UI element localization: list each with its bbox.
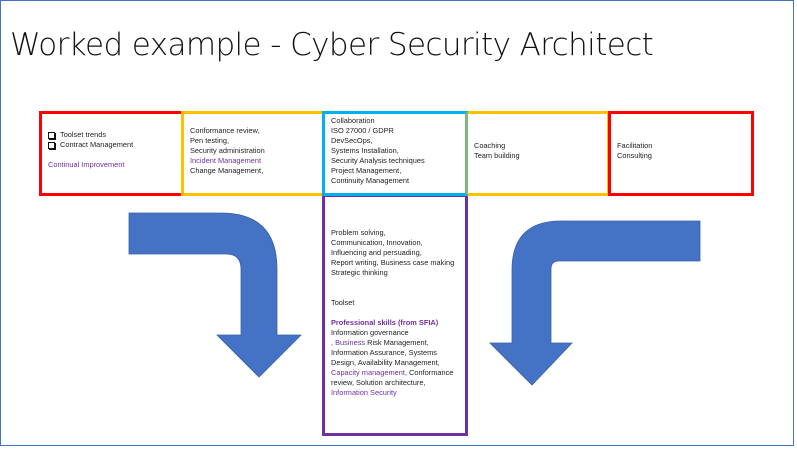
prof-skill-line: Information Assurance, Systems bbox=[331, 348, 437, 357]
checklist-item: Toolset trends bbox=[48, 130, 177, 140]
box-line: Facilitation bbox=[617, 141, 653, 150]
box-line: Security Analysis techniques bbox=[331, 156, 425, 165]
box-line: Coaching bbox=[474, 141, 506, 150]
box-line: Change Management, bbox=[190, 166, 264, 175]
right-bent-arrow bbox=[489, 220, 701, 386]
prof-skill-line: Design, Availability Management, bbox=[331, 358, 440, 367]
box-line: Project Management, bbox=[331, 166, 402, 175]
checklist-label: Toolset trends bbox=[60, 130, 107, 139]
prof-skill-accent: , Business bbox=[331, 338, 366, 347]
continual-improvement-label: Continual Improvement bbox=[48, 160, 125, 169]
professional-skills-heading: Professional skills (from SFIA) bbox=[331, 318, 439, 327]
soft-skill-item: Communication, Innovation, bbox=[331, 238, 423, 247]
checkbox-icon bbox=[48, 141, 55, 149]
prof-skill-accent: Capacity management, bbox=[331, 368, 407, 377]
prof-skill-line: , Business Risk Management, bbox=[331, 338, 461, 348]
box-line: Consulting bbox=[617, 151, 652, 160]
core-skills-box: Collaboration ISO 27000 / GDPR DevSecOps… bbox=[322, 111, 468, 196]
left-bent-arrow bbox=[128, 212, 302, 378]
checkbox-icon bbox=[48, 131, 55, 139]
prof-skill-line: Information governance bbox=[331, 328, 409, 337]
soft-skill-item: Influencing and persuading, bbox=[331, 248, 422, 257]
prof-skill-text: Conformance bbox=[407, 368, 454, 377]
box-line: Security administration bbox=[190, 146, 265, 155]
soft-skill-item: Strategic thinking bbox=[331, 268, 388, 277]
box-line: ISO 27000 / GDPR bbox=[331, 126, 394, 135]
soft-skill-item: Problem solving, bbox=[331, 228, 386, 237]
toolset-label: Toolset bbox=[331, 298, 355, 307]
prof-skill-line: Information Security bbox=[331, 388, 397, 397]
box-line: Team building bbox=[474, 151, 520, 160]
prof-skill-line: Capacity management, Conformance bbox=[331, 368, 461, 378]
box-line: Conformance review, bbox=[190, 126, 260, 135]
checklist-item: Contract Management bbox=[48, 140, 177, 150]
box-line: Pen testing, bbox=[190, 136, 230, 145]
checklist-label: Contract Management bbox=[60, 140, 134, 149]
box-line: Continuity Management bbox=[331, 176, 410, 185]
coaching-box: Coaching Team building bbox=[465, 111, 610, 196]
professional-skills-box: Problem solving, Communication, Innovati… bbox=[322, 194, 468, 436]
slide-title: Worked example - Cyber Security Architec… bbox=[10, 27, 654, 63]
facilitation-box: Facilitation Consulting bbox=[608, 111, 754, 196]
toolset-box: Toolset trends Contract Management Conti… bbox=[39, 111, 184, 196]
incident-management-label: Incident Management bbox=[190, 156, 262, 165]
prof-skill-text: Risk Management, bbox=[365, 338, 429, 347]
box-line: Collaboration bbox=[331, 116, 375, 125]
soft-skill-item: Report writing, Business case making bbox=[331, 258, 455, 267]
security-operations-box: Conformance review, Pen testing, Securit… bbox=[181, 111, 326, 196]
prof-skill-line: review, Solution architecture, bbox=[331, 378, 426, 387]
box-line: Systems Installation, bbox=[331, 146, 399, 155]
box-line: DevSecOps, bbox=[331, 136, 373, 145]
